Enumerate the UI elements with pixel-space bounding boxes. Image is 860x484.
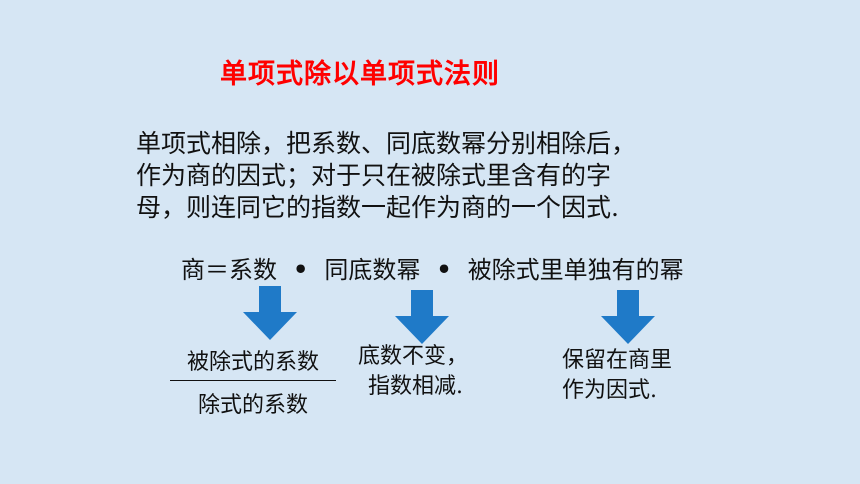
same-base-note: 底数不变， 指数相减.: [358, 342, 468, 402]
down-arrow-icon: [395, 290, 449, 344]
quotient-formula: 商＝系数 • 同底数幂 • 被除式里单独有的幂: [181, 250, 684, 285]
keep-in-quotient-note: 保留在商里 作为因式.: [562, 346, 672, 406]
rule-line-2: 作为商的因式；对于只在被除式里含有的字: [136, 161, 612, 190]
formula-lhs: 商＝系数: [181, 256, 277, 284]
slide-title: 单项式除以单项式法则: [220, 59, 500, 90]
multiply-dot-1: •: [293, 255, 309, 284]
fraction-denominator: 除式的系数: [197, 393, 308, 418]
rule-line-1: 单项式相除，把系数、同底数幂分别相除后，: [136, 129, 637, 158]
same-base-note-line-1: 底数不变，: [358, 344, 469, 369]
keep-note-line-2: 作为因式.: [562, 378, 657, 403]
formula-same-base-power: 同底数幂: [324, 256, 421, 284]
fraction-numerator: 被除式的系数: [170, 344, 336, 381]
rule-text: 单项式相除，把系数、同底数幂分别相除后， 作为商的因式；对于只在被除式里含有的字…: [136, 128, 736, 224]
down-arrow-icon: [601, 290, 655, 344]
rule-line-3: 母，则连同它的指数一起作为商的一个因式.: [136, 193, 619, 222]
down-arrow-icon: [243, 286, 297, 340]
keep-note-line-1: 保留在商里: [562, 348, 673, 373]
formula-unique-power: 被除式里单独有的幂: [467, 256, 684, 284]
multiply-dot-2: •: [436, 255, 452, 284]
same-base-note-line-2: 指数相减.: [368, 374, 463, 399]
coefficient-fraction: 被除式的系数 除式的系数: [170, 344, 336, 419]
